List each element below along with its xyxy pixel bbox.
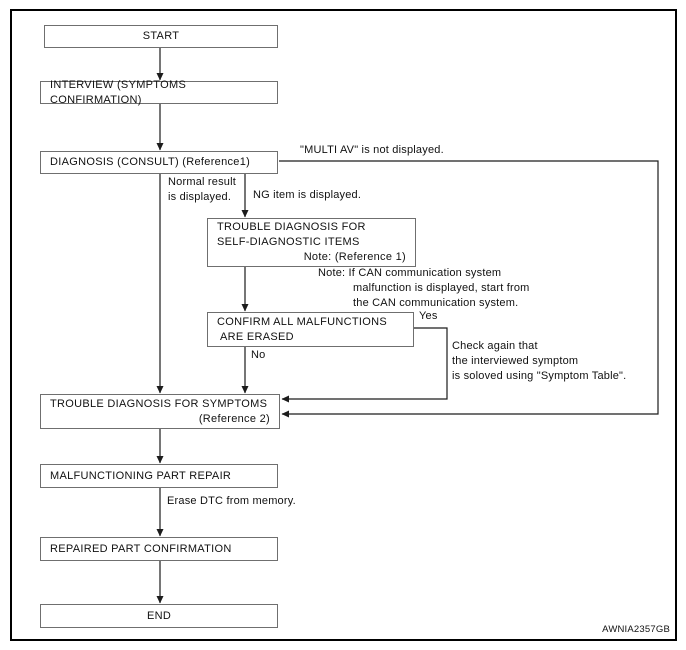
node-confirm-line2: ARE ERASED [220, 330, 294, 343]
flowchart-node-repaired-confirmation: REPAIRED PART CONFIRMATION [40, 537, 278, 561]
edge-label-multi-av: "MULTI AV" is not displayed. [300, 144, 444, 156]
node-confirm-line1: CONFIRM ALL MALFUNCTIONS [217, 315, 387, 328]
note-check-again: Check again that the interviewed symptom… [452, 340, 627, 382]
edge-label-no: No [251, 349, 266, 361]
flowchart-node-end: END [40, 604, 278, 628]
node-repaired-confirmation-label: REPAIRED PART CONFIRMATION [50, 542, 232, 555]
edge-label-yes: Yes [419, 310, 438, 322]
node-start-label: START [142, 30, 180, 42]
flowchart-node-start: START [44, 25, 278, 48]
flowchart-node-self-diagnostic: TROUBLE DIAGNOSIS FOR SELF-DIAGNOSTIC IT… [207, 218, 416, 267]
edge-label-erase-dtc: Erase DTC from memory. [167, 495, 296, 507]
flowchart-node-interview: INTERVIEW (SYMPTOMS CONFIRMATION) [40, 79, 278, 106]
node-self-diagnostic-line2: SELF-DIAGNOSTIC ITEMS [217, 236, 360, 248]
node-interview-label: INTERVIEW (SYMPTOMS CONFIRMATION) [50, 78, 187, 106]
edge-label-ng-item: NG item is displayed. [253, 189, 362, 201]
flowchart-node-repair: MALFUNCTIONING PART REPAIR [40, 464, 278, 488]
node-self-diagnostic-line1: TROUBLE DIAGNOSIS FOR [217, 221, 366, 233]
node-diagnosis-label: DIAGNOSIS (CONSULT) (Reference1) [50, 156, 251, 168]
note-can-communication: Note: If CAN communication system malfun… [318, 267, 530, 309]
figure-border [10, 9, 677, 641]
node-symptoms-note: (Reference 2) [198, 412, 270, 425]
figure-id-watermark: AWNIA2357GB [602, 624, 670, 635]
edge-confirm-yes-to-symptoms [281, 327, 448, 403]
edge-diagnosis-multiav-to-symptoms [279, 160, 659, 418]
flowchart-node-diagnosis: DIAGNOSIS (CONSULT) (Reference1) [40, 151, 278, 174]
flowchart-node-confirm-erased: CONFIRM ALL MALFUNCTIONS ARE ERASED [207, 312, 414, 347]
node-symptoms-line1: TROUBLE DIAGNOSIS FOR SYMPTOMS [50, 397, 268, 410]
node-repair-label: MALFUNCTIONING PART REPAIR [50, 469, 232, 482]
node-self-diagnostic-note: Note: (Reference 1) [303, 251, 406, 263]
node-end-label: END [146, 609, 172, 622]
flowchart-node-symptoms: TROUBLE DIAGNOSIS FOR SYMPTOMS (Referenc… [40, 394, 280, 429]
edge-label-normal-result: Normal result is displayed. [168, 176, 237, 203]
